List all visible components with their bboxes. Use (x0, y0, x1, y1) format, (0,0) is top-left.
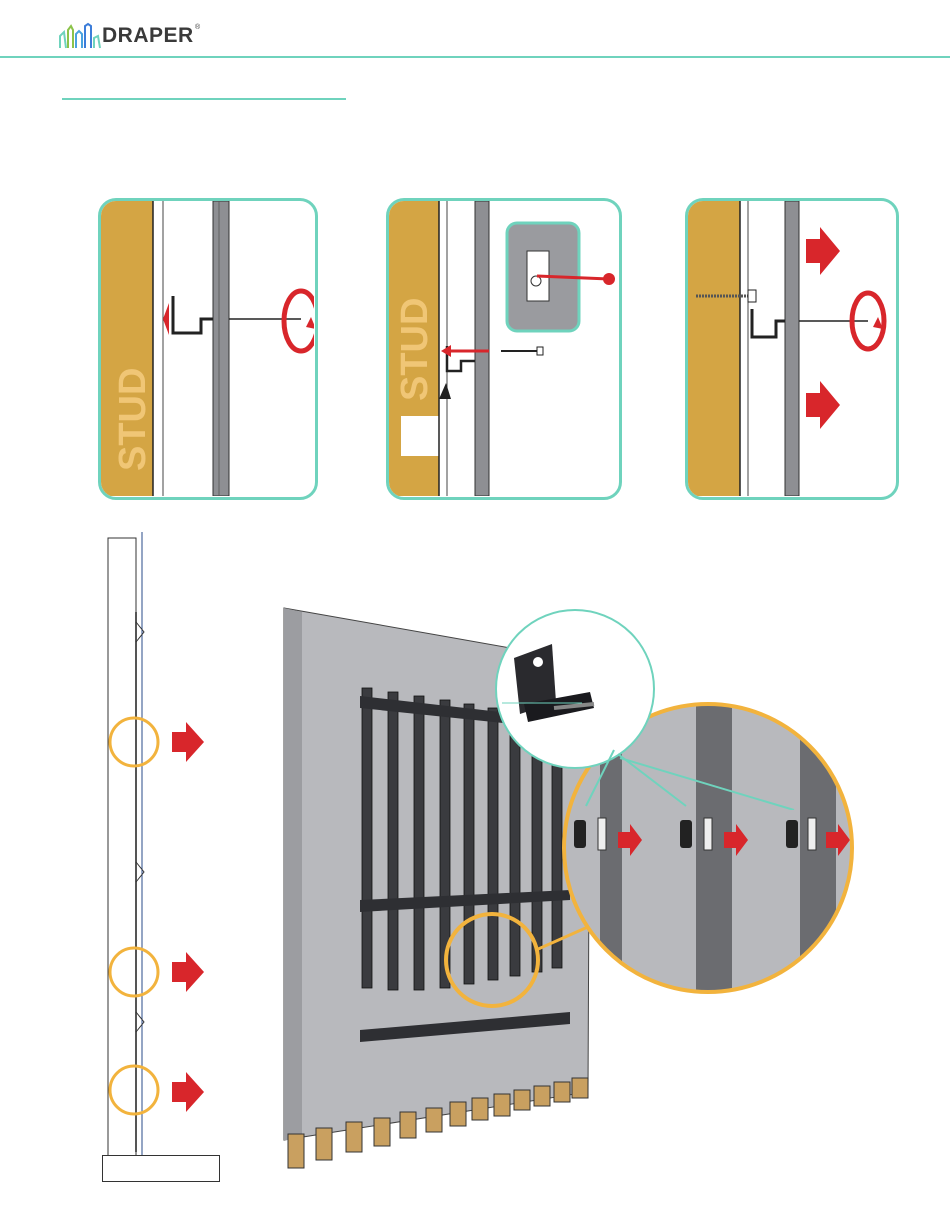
step-3-illustration (688, 201, 895, 496)
stud-label-2: STUD (394, 298, 436, 401)
step-2-illustration: STUD (389, 201, 618, 496)
side-profile-illustration (100, 532, 210, 1172)
logo-wordmark: DRAPER (102, 24, 194, 48)
stud-label-1: STUD (112, 368, 154, 471)
section-divider (62, 98, 346, 100)
step-1-illustration: STUD (101, 201, 314, 496)
header-divider (0, 56, 950, 58)
step-panel-2: STUD (386, 198, 622, 500)
draper-logo: DRAPER ® (58, 22, 218, 52)
skyline-logo-icon (58, 22, 102, 52)
step-panel-1: STUD (98, 198, 318, 500)
registered-mark: ® (195, 24, 200, 31)
callout-lines (490, 700, 810, 810)
step-panel-3 (685, 198, 899, 500)
floor-base-box (102, 1155, 220, 1182)
side-profile-diagram (100, 532, 160, 1172)
